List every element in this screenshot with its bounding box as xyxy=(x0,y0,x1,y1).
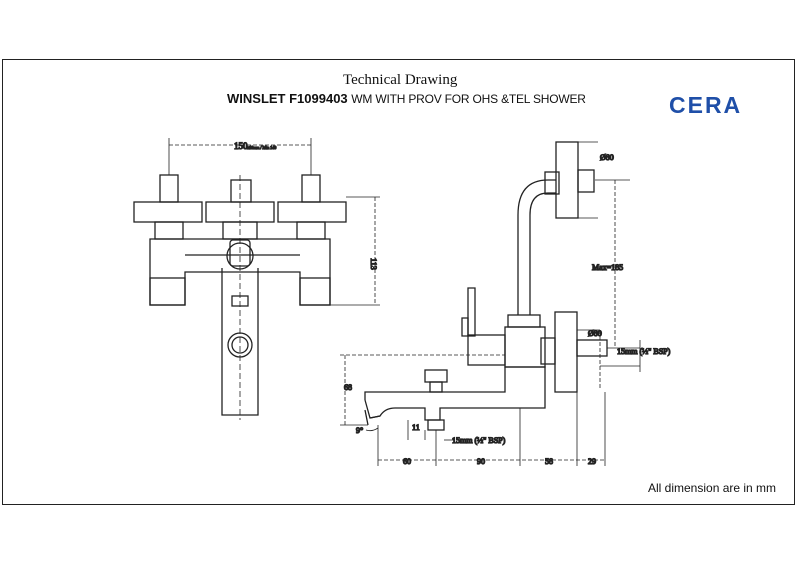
side-view xyxy=(340,141,641,466)
front-view xyxy=(133,138,380,420)
model-title: WINSLET F1099403 WM WITH PROV FOR OHS &T… xyxy=(227,91,586,106)
dim-58: 58 xyxy=(545,457,553,466)
dim-bsp-right: 15mm (½" BSP) xyxy=(617,347,671,356)
dim-68: 68 xyxy=(344,383,352,392)
dim-113: 113 xyxy=(369,258,378,270)
dim-dia80-top: Ø80 xyxy=(600,153,614,162)
dimension-note: All dimension are in mm xyxy=(648,481,777,495)
brand-logo: CERA xyxy=(669,92,743,118)
dim-90: 90 xyxy=(477,457,485,466)
dim-150-tolerance: ±10mm / Min 140 xyxy=(247,145,276,150)
dim-150: 150 xyxy=(234,141,248,151)
dim-60: 60 xyxy=(403,457,411,466)
dim-dia80-mid: Ø80 xyxy=(588,329,602,338)
dim-9deg: 9° xyxy=(356,426,363,435)
dim-max185: Max=185 xyxy=(592,263,623,272)
model-code: WINSLET F1099403 xyxy=(227,91,348,106)
drawing-frame xyxy=(2,59,795,505)
model-description: WM WITH PROV FOR OHS &TEL SHOWER xyxy=(351,92,586,106)
dim-29: 29 xyxy=(588,457,596,466)
drawing-title: Technical Drawing xyxy=(343,72,458,88)
dim-bsp-bottom: 15mm (½" BSP) xyxy=(452,436,506,445)
dim-11: 11 xyxy=(412,423,420,432)
